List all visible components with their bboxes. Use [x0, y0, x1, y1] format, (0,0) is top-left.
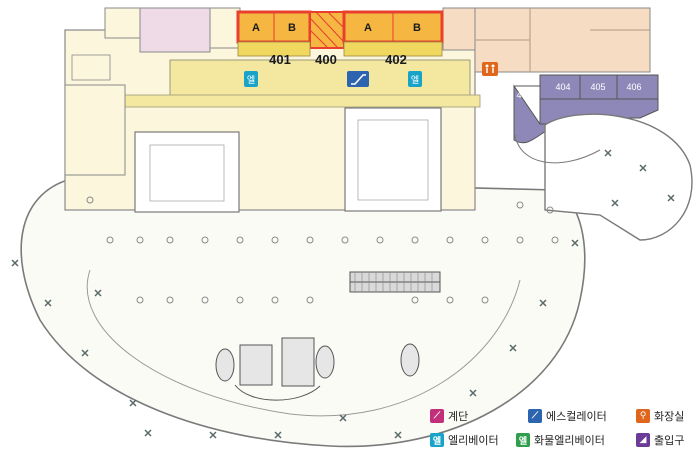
- legend-escalator-label: 에스컬레이터: [546, 410, 607, 423]
- svg-text:엘: 엘: [411, 75, 419, 85]
- escalator-icon: ⟋: [528, 409, 542, 423]
- freight-elevator-icon: 엘: [516, 433, 530, 447]
- courtyard-left: [134, 131, 240, 213]
- courtyard-right: [344, 107, 442, 212]
- round-pavilion: [544, 113, 693, 241]
- escalator-bank: [349, 271, 441, 293]
- legend-stairs-label: 계단: [448, 410, 469, 423]
- room-400-label: 400: [315, 52, 337, 67]
- room-402[interactable]: [342, 10, 444, 44]
- legend-freight-elevator: 엘 화물엘리베이터: [516, 432, 605, 448]
- room-401-a-label: A: [252, 22, 260, 34]
- entrance-icon: ◢: [636, 433, 650, 447]
- planter-markers: [11, 149, 675, 439]
- room-405-label: 405: [590, 82, 605, 92]
- room-403-label: 403: [516, 90, 531, 100]
- restroom-icon: [482, 62, 498, 76]
- elevator-icon: 엘: [408, 71, 422, 87]
- legend-escalator: ⟋ 에스컬레이터: [528, 408, 607, 424]
- elevator-icon: 엘: [430, 433, 444, 447]
- legend-restroom-label: 화장실: [654, 410, 685, 423]
- room-402-b-label: B: [413, 22, 421, 34]
- room-404-label: 404: [555, 82, 570, 92]
- pink-area: [139, 7, 211, 53]
- room-401-b-label: B: [288, 22, 296, 34]
- room-400[interactable]: [309, 11, 345, 49]
- svg-text:엘: 엘: [247, 75, 255, 85]
- room-401[interactable]: [236, 10, 312, 44]
- legend-entrance-label: 출입구: [654, 434, 685, 447]
- elevator-icon: 엘: [244, 71, 258, 87]
- legend-elevator-label: 엘리베이터: [448, 434, 499, 447]
- room-402-a-label: A: [364, 22, 372, 34]
- room-406-label: 406: [626, 82, 641, 92]
- map-legend: ⟋ 계단 ⟋ 에스컬레이터 ⚲ 화장실 엘 엘리베이터 엘 화물엘리베이터 ◢ …: [430, 406, 695, 458]
- legend-stairs: ⟋ 계단: [430, 408, 468, 424]
- room-402-label: 402: [385, 52, 407, 67]
- restroom-icon: ⚲: [636, 409, 650, 423]
- stairs-icon: ⟋: [430, 409, 444, 423]
- column-grid: [86, 196, 559, 304]
- legend-freight-elevator-label: 화물엘리베이터: [534, 434, 605, 447]
- room-401-label: 401: [269, 52, 291, 67]
- lower-stairs: [215, 337, 420, 401]
- legend-entrance: ◢ 출입구: [636, 432, 684, 448]
- legend-elevator: 엘 엘리베이터: [430, 432, 499, 448]
- legend-restroom: ⚲ 화장실: [636, 408, 684, 424]
- escalator-icon: [347, 71, 369, 87]
- exhibition-hall-outline: [20, 177, 586, 448]
